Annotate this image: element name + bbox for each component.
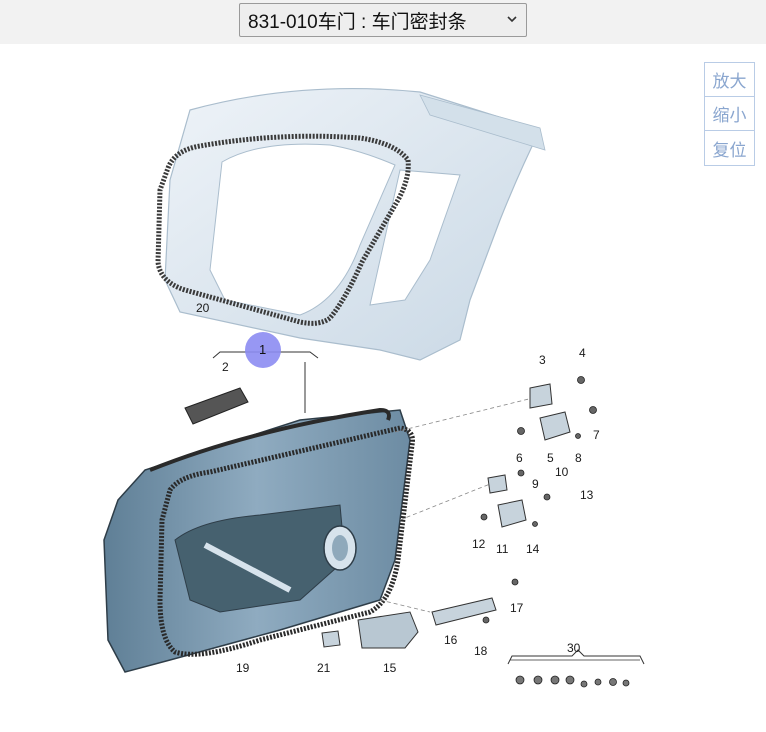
callout-4[interactable]: 4 — [579, 346, 586, 360]
zoom-out-button[interactable]: 缩小 — [705, 97, 754, 131]
callout-16[interactable]: 16 — [444, 633, 458, 647]
callout-7[interactable]: 7 — [593, 428, 600, 442]
reset-zoom-button[interactable]: 复位 — [712, 140, 747, 160]
callout-19[interactable]: 19 — [236, 661, 250, 675]
diagram-select-label: 831-010车门 : 车门密封条 — [248, 11, 467, 33]
callout-10[interactable]: 10 — [555, 465, 569, 479]
callout-21[interactable]: 21 — [317, 661, 331, 675]
leader-lines — [379, 394, 546, 613]
door-seal[interactable] — [157, 425, 415, 657]
callout-14[interactable]: 14 — [526, 542, 540, 556]
callout-13[interactable]: 13 — [580, 488, 594, 502]
bolts[interactable] — [480, 376, 597, 624]
callout-labels: 1 2 3 4 5 6 7 8 9 10 11 12 13 14 15 16 1… — [196, 301, 600, 675]
callout-18[interactable]: 18 — [474, 644, 488, 658]
callout-30[interactable]: 30 — [567, 641, 581, 655]
callout-15[interactable]: 15 — [383, 661, 397, 675]
callout-17[interactable]: 17 — [510, 601, 524, 615]
zoom-controls: 放大 缩小 复位 — [704, 62, 755, 166]
parts-diagram: 1 2 3 4 5 6 7 8 9 10 11 12 13 14 15 16 1… — [103, 88, 645, 688]
callout-5[interactable]: 5 — [547, 451, 554, 465]
pad-part-2[interactable] — [184, 387, 249, 425]
callout-11[interactable]: 11 — [496, 542, 509, 556]
callout-1[interactable]: 1 — [259, 342, 266, 357]
zoom-in-button[interactable]: 放大 — [705, 63, 754, 97]
callout-8[interactable]: 8 — [575, 451, 582, 465]
callout-1-highlight[interactable] — [245, 332, 281, 368]
hinge-parts[interactable] — [321, 383, 571, 649]
body-opening-seal[interactable] — [155, 133, 411, 326]
callout-2[interactable]: 2 — [222, 360, 229, 374]
callout-20[interactable]: 20 — [196, 301, 210, 315]
car-body-frame — [164, 88, 546, 361]
callout-9[interactable]: 9 — [532, 477, 539, 491]
diagram-select[interactable]: 831-010车门 : 车门密封条 — [239, 3, 527, 37]
chevron-down-icon — [507, 16, 517, 23]
callout-12[interactable]: 12 — [472, 537, 486, 551]
callout-3[interactable]: 3 — [539, 353, 546, 367]
screw-set-30[interactable] — [510, 659, 640, 688]
top-toolbar: 831-010车门 : 车门密封条 — [0, 0, 766, 44]
callout-6[interactable]: 6 — [516, 451, 523, 465]
